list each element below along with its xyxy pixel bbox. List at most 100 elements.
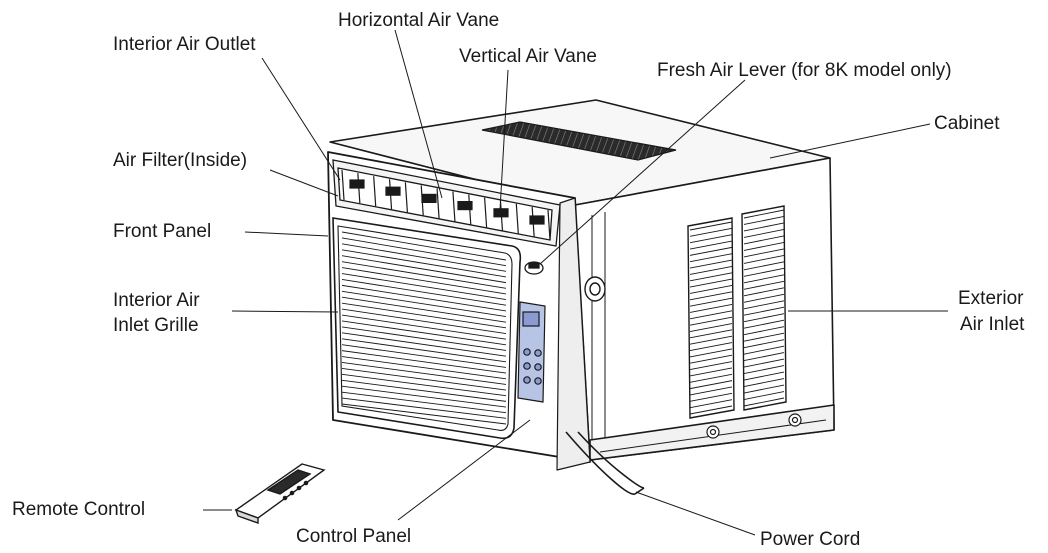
louver-slat bbox=[689, 304, 733, 313]
louver-slat bbox=[689, 234, 733, 244]
louver-slat bbox=[689, 227, 733, 237]
louver-slat bbox=[743, 345, 785, 355]
remote-control-graphic bbox=[234, 463, 326, 524]
label-power-cord: Power Cord bbox=[760, 529, 861, 550]
louver-slat bbox=[689, 367, 733, 377]
louver-slat bbox=[689, 329, 733, 339]
louver-slat bbox=[689, 291, 733, 301]
grille-slat bbox=[341, 338, 507, 363]
louver-slat bbox=[689, 342, 733, 351]
vane bbox=[436, 188, 440, 219]
grille-slat bbox=[341, 373, 507, 397]
louver-slat bbox=[689, 335, 733, 345]
louver-slat bbox=[743, 313, 785, 323]
grille-slat bbox=[341, 279, 507, 306]
grille-slat bbox=[341, 267, 507, 295]
vane bbox=[547, 209, 551, 241]
louver-slat bbox=[743, 293, 785, 303]
louver-slat bbox=[689, 265, 733, 275]
grille-slat bbox=[341, 296, 507, 323]
label-cabinet: Cabinet bbox=[934, 113, 1000, 134]
label-control-panel: Control Panel bbox=[296, 526, 412, 547]
grille-slat bbox=[341, 332, 507, 357]
leader-interior-air-outlet bbox=[261, 57, 341, 181]
vane bbox=[373, 176, 377, 207]
louver-slat bbox=[743, 300, 785, 310]
grille-slat bbox=[341, 231, 507, 261]
grille-slat bbox=[341, 273, 507, 301]
louver-slat bbox=[743, 365, 785, 375]
louver-slat bbox=[743, 378, 785, 387]
label-interior-air-outlet: Interior Air Outlet bbox=[113, 34, 256, 55]
grille-slat bbox=[341, 290, 507, 317]
vane bbox=[515, 203, 519, 234]
louver-slat bbox=[743, 358, 785, 368]
label-exterior-air-inlet-1: Exterior bbox=[958, 288, 1024, 309]
leader-horizontal-air-vane bbox=[394, 29, 443, 199]
grille-slat bbox=[341, 403, 507, 425]
grille-slat bbox=[341, 243, 507, 272]
louver-slat bbox=[689, 297, 733, 307]
louver-slat bbox=[743, 229, 785, 238]
label-interior-air-inlet-grille-2: Inlet Grille bbox=[113, 315, 199, 336]
louver-slat bbox=[689, 348, 733, 358]
grille-slat bbox=[341, 391, 507, 414]
fresh-air-knob bbox=[566, 264, 606, 302]
louver-slat bbox=[689, 361, 733, 371]
louver-slat bbox=[689, 246, 733, 256]
louver-slat bbox=[743, 319, 785, 329]
leader-cabinet bbox=[769, 123, 931, 159]
louver-slat bbox=[743, 391, 785, 400]
grille-slat bbox=[341, 255, 507, 284]
leader-vertical-air-vane bbox=[499, 69, 509, 211]
louver-slat bbox=[689, 285, 733, 294]
control-panel-graphic bbox=[517, 301, 546, 403]
grille-slat bbox=[341, 237, 507, 267]
louver-slat bbox=[743, 397, 785, 407]
louver-slat bbox=[743, 384, 785, 394]
louver-slat bbox=[743, 371, 785, 381]
grille-slat bbox=[341, 308, 507, 334]
exterior-louver-slats bbox=[689, 209, 785, 415]
vane-block bbox=[457, 201, 473, 211]
louver-slat bbox=[743, 216, 785, 225]
grille-slat bbox=[341, 362, 507, 385]
louver-slat bbox=[689, 405, 733, 415]
base-bolts bbox=[706, 413, 802, 439]
louver-slat bbox=[689, 373, 733, 383]
louver-slat bbox=[743, 241, 785, 251]
louver-slat bbox=[689, 253, 733, 263]
louver-slat bbox=[743, 352, 785, 362]
grille-slat bbox=[341, 320, 507, 346]
label-exterior-air-inlet-2: Air Inlet bbox=[960, 314, 1025, 335]
label-interior-air-inlet-grille-1: Interior Air bbox=[113, 290, 200, 311]
louver-slat bbox=[743, 339, 785, 349]
louver-slat bbox=[689, 278, 733, 288]
grille-slat bbox=[341, 367, 507, 391]
louver-slat bbox=[743, 222, 785, 232]
grille-slat bbox=[341, 249, 507, 278]
power-cord bbox=[565, 431, 645, 495]
label-vertical-air-vane: Vertical Air Vane bbox=[459, 46, 598, 67]
vane-block bbox=[421, 193, 437, 203]
vane bbox=[404, 182, 408, 213]
vane-block bbox=[529, 215, 545, 225]
louver-slat bbox=[689, 272, 733, 282]
label-air-filter: Air Filter(Inside) bbox=[113, 150, 248, 171]
louver-slat bbox=[689, 259, 733, 269]
grille-slat bbox=[341, 314, 507, 340]
vane bbox=[341, 169, 345, 201]
louver-slat bbox=[743, 280, 785, 290]
label-front-panel: Front Panel bbox=[113, 221, 212, 242]
leader-control-panel bbox=[397, 419, 531, 521]
leader-front-panel bbox=[244, 231, 329, 237]
louver-slat bbox=[743, 235, 785, 245]
air-vanes bbox=[341, 169, 551, 241]
louver-slat bbox=[689, 310, 733, 320]
grille-slat bbox=[341, 344, 507, 368]
label-fresh-air-lever: Fresh Air Lever (for 8K model only) bbox=[657, 60, 952, 81]
louver-slat bbox=[743, 248, 785, 258]
louver-slat bbox=[743, 261, 785, 271]
louver-slat bbox=[689, 240, 733, 250]
louver-slat bbox=[743, 209, 785, 219]
